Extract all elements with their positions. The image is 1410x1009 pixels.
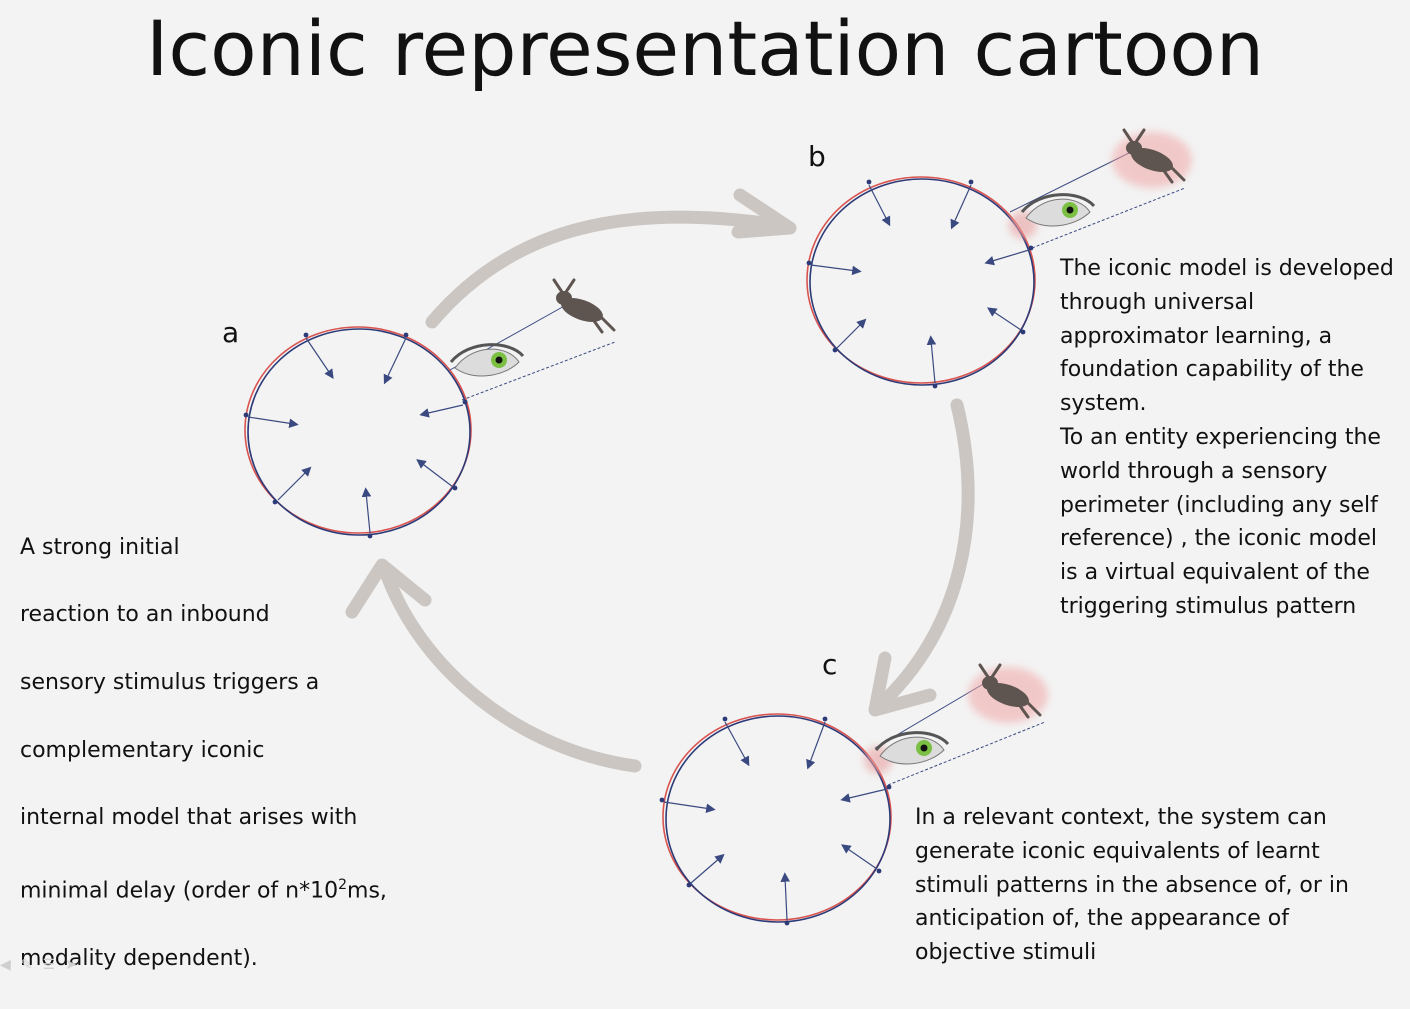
perimeter-circle-a bbox=[243, 326, 472, 539]
description-a-line: internal model that arises with bbox=[20, 805, 358, 831]
cycle-arrow-c-to-a bbox=[378, 563, 642, 773]
rabbit-icon bbox=[978, 663, 1042, 719]
description-c: In a relevant context, the system can ge… bbox=[915, 805, 1349, 966]
rabbit-icon bbox=[1122, 128, 1186, 184]
label-c: c bbox=[822, 648, 838, 681]
stimulus-a bbox=[449, 278, 616, 401]
exponent: 2 bbox=[338, 876, 348, 893]
nav-prev-icon[interactable]: ◀ bbox=[0, 957, 11, 973]
description-a-line: minimal delay (order of n*102ms, bbox=[20, 869, 420, 908]
cycle-arrow-b-to-c bbox=[873, 398, 975, 712]
diagram-canvas bbox=[243, 128, 1192, 926]
description-b: The iconic model is developed through un… bbox=[1060, 256, 1394, 619]
cycle-arrow-a-to-b-head bbox=[731, 188, 797, 239]
eye-icon bbox=[874, 731, 950, 765]
slide-nav: ◀ ✎ ☰ ➤ bbox=[0, 957, 150, 973]
description-a-line: sensory stimulus triggers a bbox=[20, 669, 320, 695]
page-title: Iconic representation cartoon bbox=[145, 4, 1265, 93]
description-a: A strong initial reaction to an inbound … bbox=[20, 497, 420, 1009]
cycle-arrow-icon bbox=[345, 188, 975, 773]
description-a-text: ms, bbox=[347, 878, 387, 904]
eye-icon bbox=[1020, 193, 1096, 227]
nav-next-icon[interactable]: ➤ bbox=[65, 957, 77, 973]
description-a-line: modality dependent). bbox=[20, 945, 258, 971]
nav-edit-icon[interactable]: ✎ bbox=[20, 957, 33, 973]
rabbit-icon bbox=[552, 278, 616, 334]
perimeter-circle-c bbox=[659, 713, 892, 926]
nav-menu-icon[interactable]: ☰ bbox=[42, 957, 56, 973]
stimulus-c bbox=[864, 663, 1048, 786]
stimulus-b bbox=[1009, 128, 1192, 249]
description-a-line: reaction to an inbound bbox=[20, 602, 270, 628]
cycle-arrow-a-to-b bbox=[425, 210, 792, 329]
description-a-line: complementary iconic bbox=[20, 737, 265, 763]
label-b: b bbox=[808, 140, 826, 173]
eye-icon bbox=[449, 343, 525, 377]
description-a-line: A strong initial bbox=[20, 534, 180, 560]
label-a: a bbox=[222, 316, 240, 349]
cycle-arrow-b-to-c-head bbox=[868, 651, 937, 717]
cycle-arrow-c-to-a-head bbox=[345, 558, 432, 619]
description-a-text: minimal delay (order of n*10 bbox=[20, 878, 339, 904]
perimeter-circle-b bbox=[806, 176, 1036, 389]
